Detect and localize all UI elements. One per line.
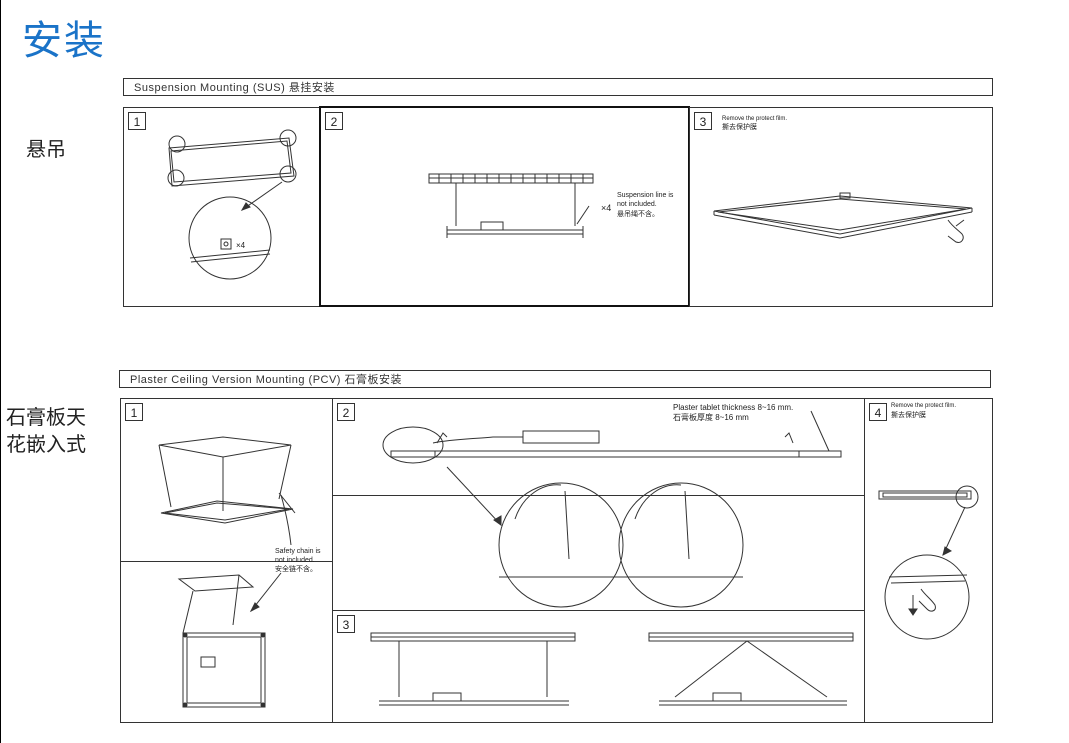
sus-step2-panel: 2 ×4 Suspension line is not included. 悬吊…	[319, 106, 690, 307]
sus-step2-illustration	[428, 173, 594, 238]
suspension-side-label: 悬吊	[26, 137, 66, 161]
pcv-step3-illustration	[370, 632, 854, 706]
sus-step2-x4: ×4	[601, 203, 612, 213]
pcv-step2-panel: 2 Plaster tablet thickness 8~16 mm. 石膏板厚…	[332, 398, 865, 611]
sus-step1-number: 1	[128, 112, 146, 130]
sus-step3-panel: 3 Remove the protect film. 撕去保护膜	[689, 107, 993, 307]
pcv-step4-note-en: Remove the protect film.	[891, 403, 957, 409]
pcv-step4-illustration	[878, 485, 979, 640]
pcv-step2-note-cn: 石膏板厚度 8~16 mm	[673, 413, 749, 422]
plaster-side-label-line2: 花嵌入式	[6, 432, 86, 456]
sus-step3-number: 3	[694, 112, 712, 130]
sus-section-header: Suspension Mounting (SUS) 悬挂安装	[123, 78, 993, 96]
sus-step1-panel: 1 ×4	[123, 107, 320, 307]
sus-step3-note-cn: 撕去保护膜	[722, 124, 757, 131]
sus-step1-x4: ×4	[236, 241, 246, 250]
pcv-step1-note-cn: 安全链不含。	[275, 566, 317, 573]
page-title: 安装	[22, 18, 106, 64]
sus-step3-note-en: Remove the protect film.	[722, 116, 788, 122]
pcv-step4-note-cn: 撕去保护膜	[891, 412, 926, 419]
pcv-step3-number: 3	[337, 615, 355, 633]
pcv-step1-panel: 1 Safety chain is not included. 安全链不含。	[120, 398, 333, 723]
sus-step3-illustration	[713, 192, 973, 243]
pcv-step3-panel: 3	[332, 610, 865, 723]
pcv-step4-panel: 4 Remove the protect film. 撕去保护膜	[864, 398, 993, 723]
sus-step2-note-cn: 悬吊绳不含。	[617, 211, 659, 218]
page-left-border	[0, 0, 1, 743]
pcv-step1-divider	[121, 561, 332, 562]
sus-step2-note-en2: not included.	[617, 201, 657, 208]
pcv-step2-number: 2	[337, 403, 355, 421]
sus-step2-number: 2	[325, 112, 343, 130]
plaster-side-label-line1: 石膏板天	[6, 405, 86, 429]
pcv-step1-number: 1	[125, 403, 143, 421]
sus-step2-note-en1: Suspension line is	[617, 192, 674, 199]
sus-step1-illustration	[167, 129, 297, 280]
pcv-step2-illustration	[382, 410, 842, 608]
pcv-step2-note-en: Plaster tablet thickness 8~16 mm.	[673, 403, 794, 412]
pcv-step4-number: 4	[869, 403, 887, 421]
pcv-section-header: Plaster Ceiling Version Mounting (PCV) 石…	[119, 370, 991, 388]
pcv-step1-illustration	[158, 436, 296, 708]
pcv-step1-note-en1: Safety chain is	[275, 548, 321, 555]
pcv-step1-note-en2: not included.	[275, 557, 315, 564]
